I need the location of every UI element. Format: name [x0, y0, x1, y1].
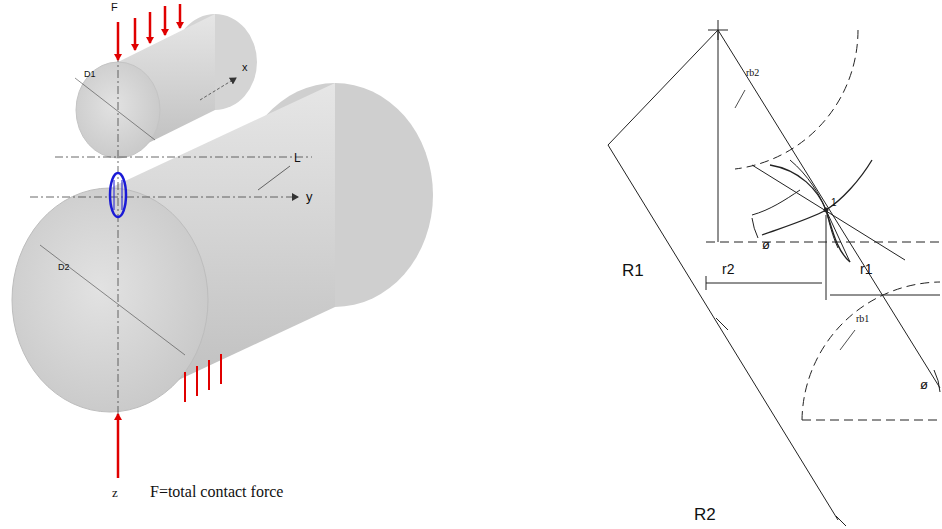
label-text: F — [111, 2, 118, 13]
label-text: rb2 — [746, 68, 759, 78]
label-text: r1 — [860, 262, 872, 276]
label-text: L — [294, 152, 301, 164]
label-text: F=total contact force — [150, 484, 283, 500]
label-text: x — [242, 62, 248, 73]
centre-lines — [30, 22, 312, 478]
label-text: z — [112, 486, 118, 499]
label-text: D2 — [58, 263, 70, 272]
small-cylinder — [76, 14, 257, 158]
gear-geometry — [608, 20, 940, 526]
label-text: R2 — [694, 506, 716, 523]
label-text: r2 — [722, 262, 734, 276]
force-arrows — [118, 4, 221, 478]
label-text: rb1 — [856, 314, 869, 324]
label-text: ø — [762, 238, 770, 251]
large-cylinder — [12, 83, 433, 412]
label-text: 1 — [831, 198, 837, 208]
label-text: D1 — [84, 70, 96, 79]
label-text: y — [306, 190, 313, 203]
label-text: R1 — [622, 262, 644, 279]
contact-ellipse — [110, 173, 126, 217]
label-text: ø — [920, 378, 928, 391]
